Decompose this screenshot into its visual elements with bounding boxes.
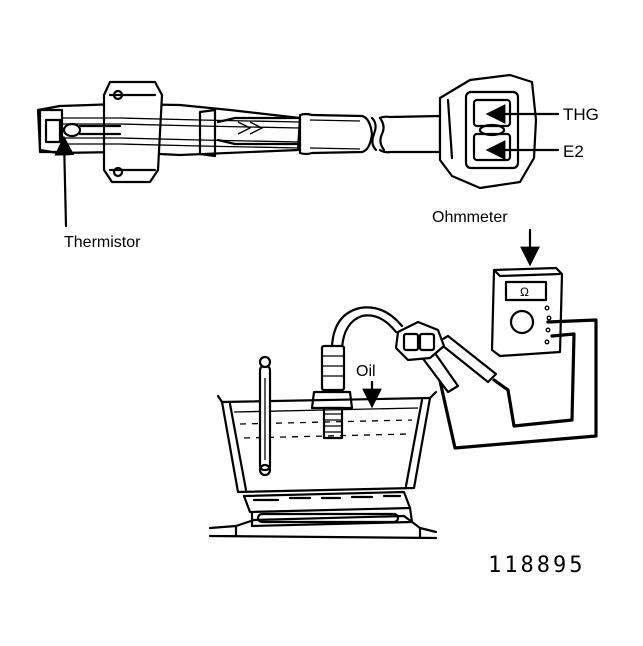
burner-icon (208, 490, 438, 540)
thermometer-icon (258, 355, 272, 477)
ohmmeter-icon: Ω (490, 266, 564, 358)
sensor-plug-icon (394, 320, 446, 362)
oil-label: Oil (356, 363, 376, 380)
thermistor-pointer (54, 135, 75, 228)
e2-label: E2 (563, 142, 584, 161)
ohmmeter-label: Ohmmeter (432, 209, 508, 226)
ohmmeter-display: Ω (520, 285, 529, 299)
sensor-cross-section-icon (36, 80, 378, 184)
thermistor-label: Thermistor (64, 234, 141, 251)
figure-number: 118895 (488, 553, 585, 578)
sensor-lead-icon (330, 306, 404, 350)
thg-label: THG (563, 105, 599, 124)
sensor-cable-icon (378, 114, 442, 154)
temperature-sensor-icon (310, 344, 354, 440)
connector-icon (438, 73, 538, 190)
